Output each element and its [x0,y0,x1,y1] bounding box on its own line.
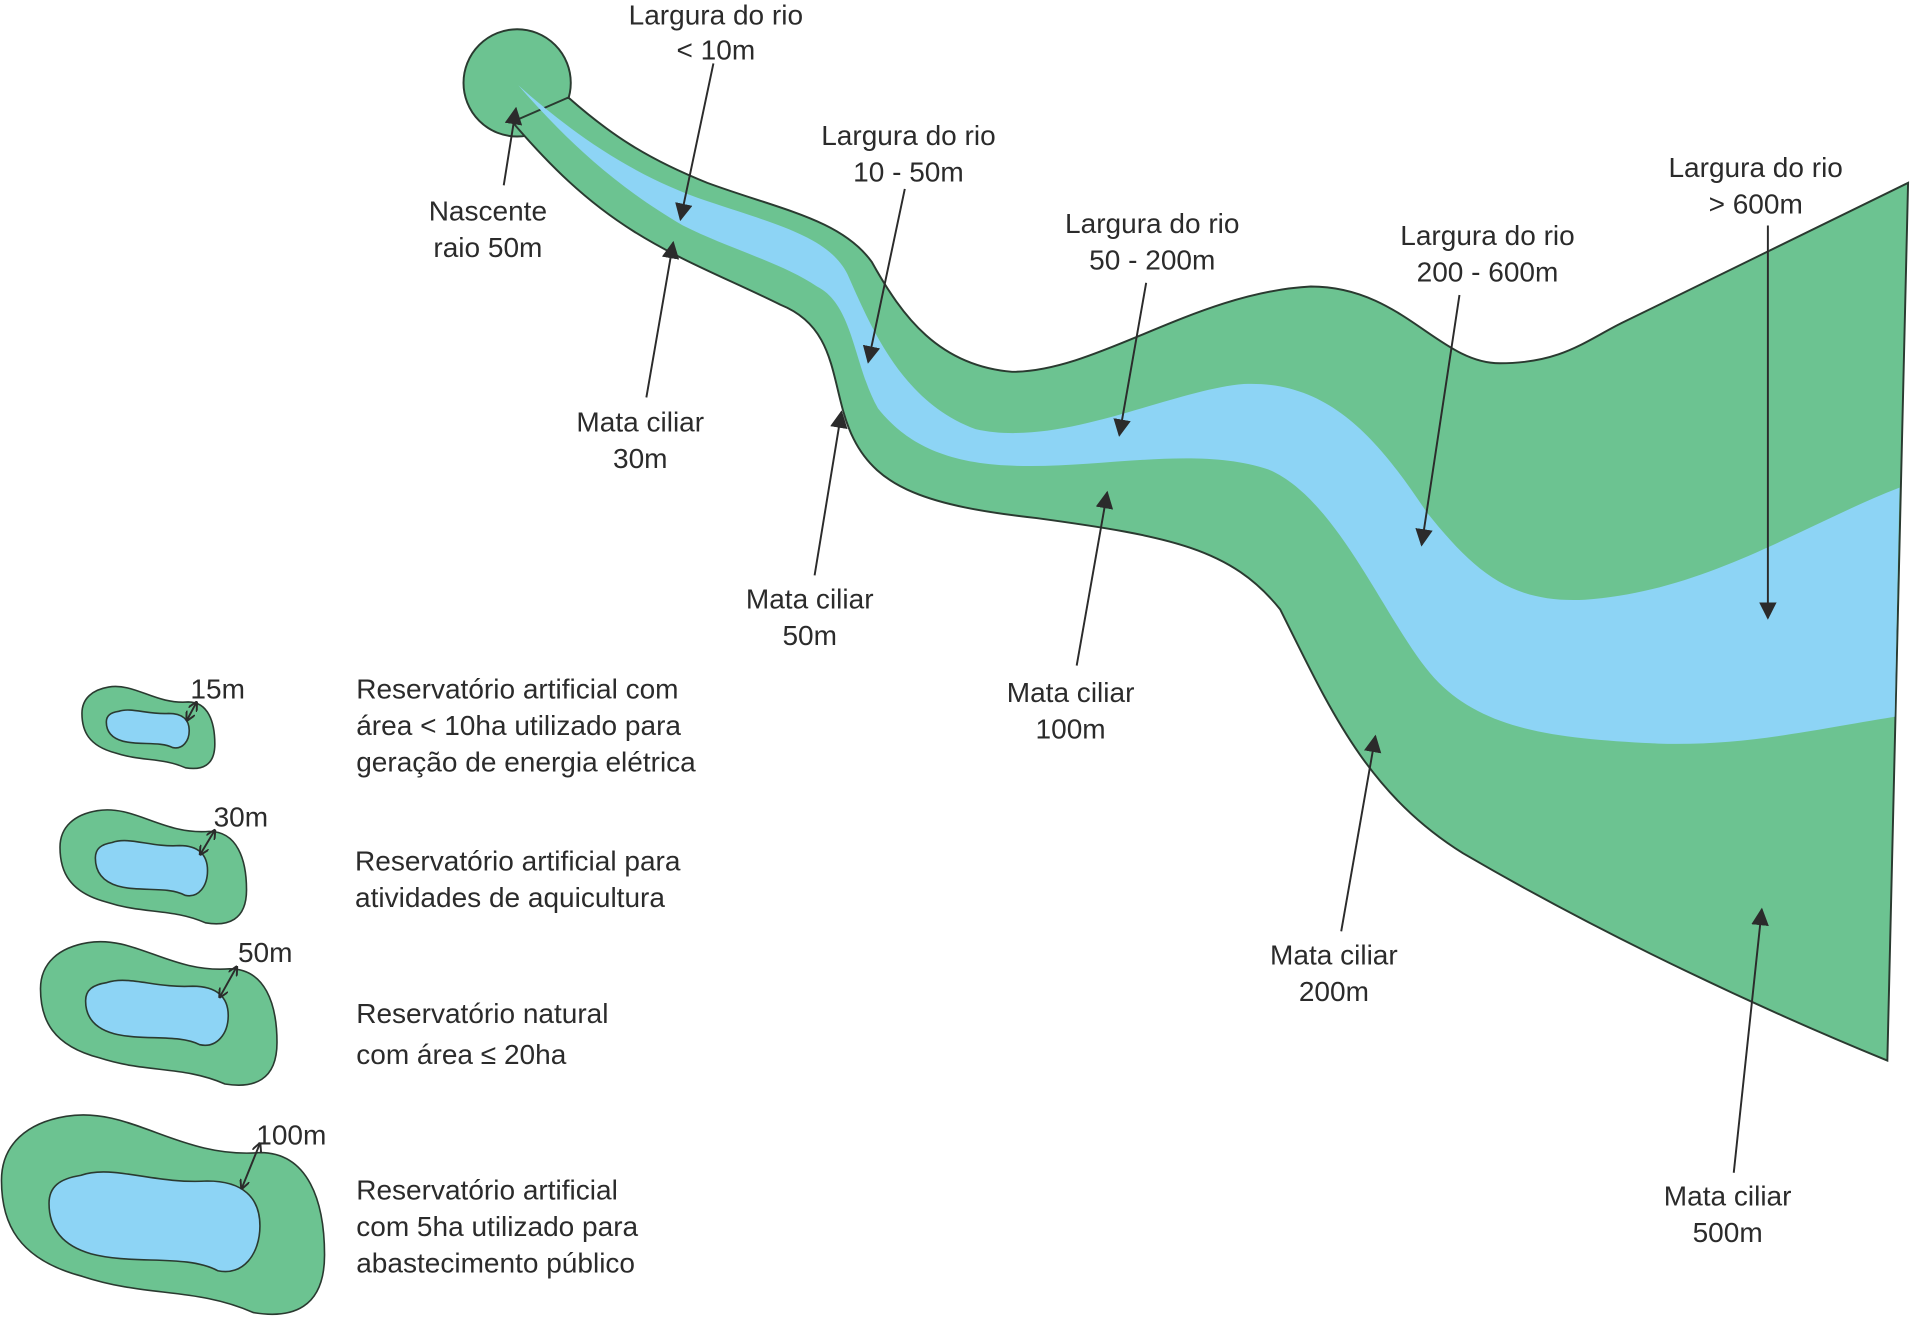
arrow-buffer-500 [1732,907,1769,1173]
reservoir-2-buffer: 30m [214,802,268,833]
arrow-buffer-200 [1340,734,1382,932]
river-system [462,28,1910,1063]
arrow-width-200-600 [1415,294,1461,547]
arrow-buffer-30 [645,240,680,398]
reservoir-4-buffer: 100m [256,1120,326,1151]
arrow-width-10-50 [862,188,906,364]
arrow-width-lt10 [675,63,715,222]
reservoir-1-buffer: 15m [190,674,245,705]
label-width-lt10: Largura do rio< 10m [629,0,803,66]
arrow-buffer-50 [813,410,848,576]
label-width-gt600: Largura do rio> 600m [1668,152,1842,220]
reservoir-3-buffer: 50m [238,937,293,968]
arrow-spring [502,106,523,186]
arrow-buffer-100 [1075,490,1114,666]
annotation-arrows [502,63,1777,1173]
river-water [518,85,1900,744]
arrow-width-50-200 [1113,282,1148,437]
